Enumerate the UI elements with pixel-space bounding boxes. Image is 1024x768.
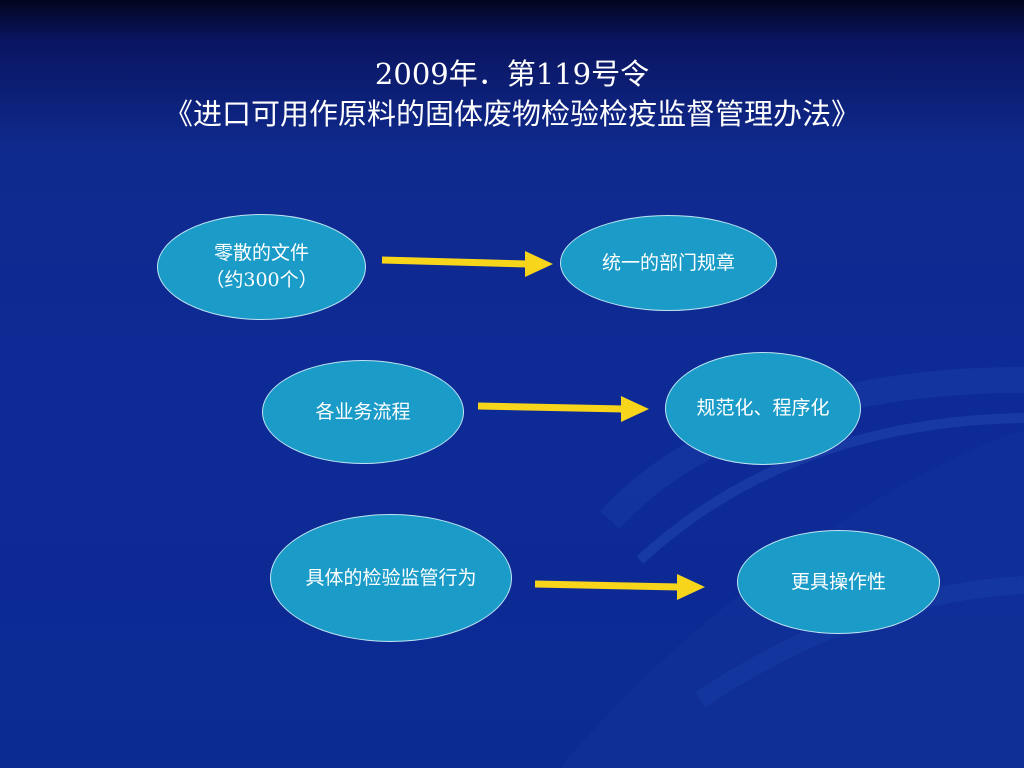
source-node-business-processes: 各业务流程	[262, 360, 464, 464]
source-node-1-line-2: （约300个）	[205, 269, 318, 291]
arrow-3	[534, 574, 705, 600]
source-node-1-line-1: 零散的文件	[213, 242, 309, 264]
slide-title: 2009年．第119号令 《进口可用作原料的固体废物检验检疫监督管理办法》	[0, 54, 1024, 134]
source-node-3-label: 具体的检验监管行为	[305, 566, 477, 589]
target-node-2-label: 规范化、程序化	[696, 397, 830, 419]
target-node-1-label: 统一的部门规章	[601, 251, 735, 274]
target-node-standardization: 规范化、程序化	[665, 352, 861, 465]
arrow-1	[381, 251, 553, 277]
source-node-scattered-documents: 零散的文件 （约300个）	[157, 214, 366, 320]
title-line-2: 《进口可用作原料的固体废物检验检疫监督管理办法》	[163, 97, 860, 131]
target-node-more-operable: 更具操作性	[737, 530, 940, 634]
source-node-supervision-actions: 具体的检验监管行为	[270, 514, 512, 642]
target-node-unified-regulations: 统一的部门规章	[560, 215, 777, 311]
arrow-2	[477, 396, 649, 422]
target-node-3-label: 更具操作性	[790, 570, 886, 593]
source-node-2-label: 各业务流程	[315, 400, 411, 423]
title-line-1: 2009年．第119号令	[374, 57, 650, 91]
